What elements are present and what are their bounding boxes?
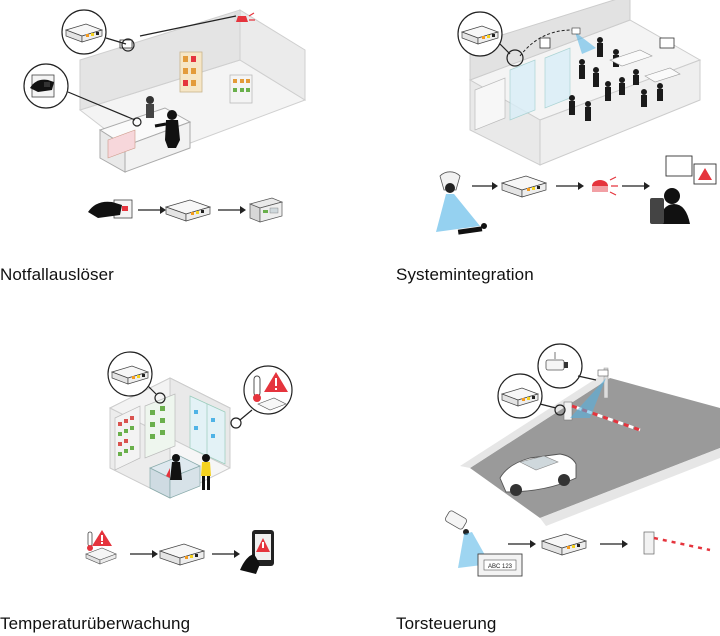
camera-icon <box>545 352 568 371</box>
panel-notfallausloeser: Notfallauslöser <box>0 0 360 318</box>
caption-temperaturueberwachung: Temperaturüberwachung <box>0 614 191 633</box>
office-scene <box>468 0 702 166</box>
gate-scene-illustration: ABC 123 <box>445 343 720 577</box>
arrow <box>218 206 246 214</box>
store-scene <box>78 9 307 173</box>
caption-torsteuerung: Torsteuerung <box>396 614 497 633</box>
lying-person-icon <box>457 223 487 235</box>
barrier-gate-icon <box>643 531 711 555</box>
panic-button-zoom-bubble <box>23 63 142 127</box>
car-icon <box>499 453 577 496</box>
gate-scene <box>460 367 720 526</box>
operator-monitor-icon <box>650 155 717 224</box>
flow-row <box>88 197 284 223</box>
panel-systemintegration: Systemintegration <box>360 0 720 318</box>
siren-icon <box>592 176 618 196</box>
caption-notfallausloeser: Notfallauslöser <box>0 265 114 284</box>
io-box-icon <box>164 199 212 222</box>
arrow <box>472 182 498 190</box>
panel-torsteuerung: ABC 123 Torsteuerung <box>360 318 720 636</box>
io-box-zoom-bubble <box>61 9 135 55</box>
cold-store-scene-illustration <box>85 351 293 574</box>
io-box-icon <box>500 175 548 198</box>
arrow <box>138 206 166 214</box>
thermometer-warning-icon <box>85 530 117 565</box>
arrow <box>600 540 628 548</box>
flow-row <box>85 530 274 574</box>
panel-temperaturueberwachung: Temperaturüberwachung <box>0 318 360 636</box>
control-panel-icon <box>248 197 284 223</box>
thermometer-zoom-bubble <box>230 365 293 429</box>
panic-button-icon <box>88 199 133 219</box>
caption-systemintegration: Systemintegration <box>396 265 534 284</box>
arrow <box>212 550 240 558</box>
camera-zoom-bubble <box>537 343 597 389</box>
io-box-zoom-bubble <box>457 11 524 67</box>
arrow <box>130 550 158 558</box>
thermometer-warning-icon <box>253 372 288 411</box>
io-box-icon <box>540 533 588 556</box>
license-plate-icon: ABC 123 <box>477 553 523 577</box>
arrow <box>556 182 584 190</box>
office-scene-illustration <box>436 0 717 235</box>
io-box-zoom-bubble <box>497 373 566 419</box>
io-box-icon <box>158 543 206 566</box>
license-plate-text: ABC 123 <box>488 564 513 570</box>
arrow <box>622 182 650 190</box>
flow-row: ABC 123 <box>445 510 711 577</box>
arrow <box>508 540 536 548</box>
smartphone-alert-icon <box>240 530 274 574</box>
store-scene-illustration <box>23 9 307 223</box>
flow-row <box>436 155 717 235</box>
io-box-zoom-bubble <box>107 351 166 404</box>
camera-icon <box>436 171 487 235</box>
